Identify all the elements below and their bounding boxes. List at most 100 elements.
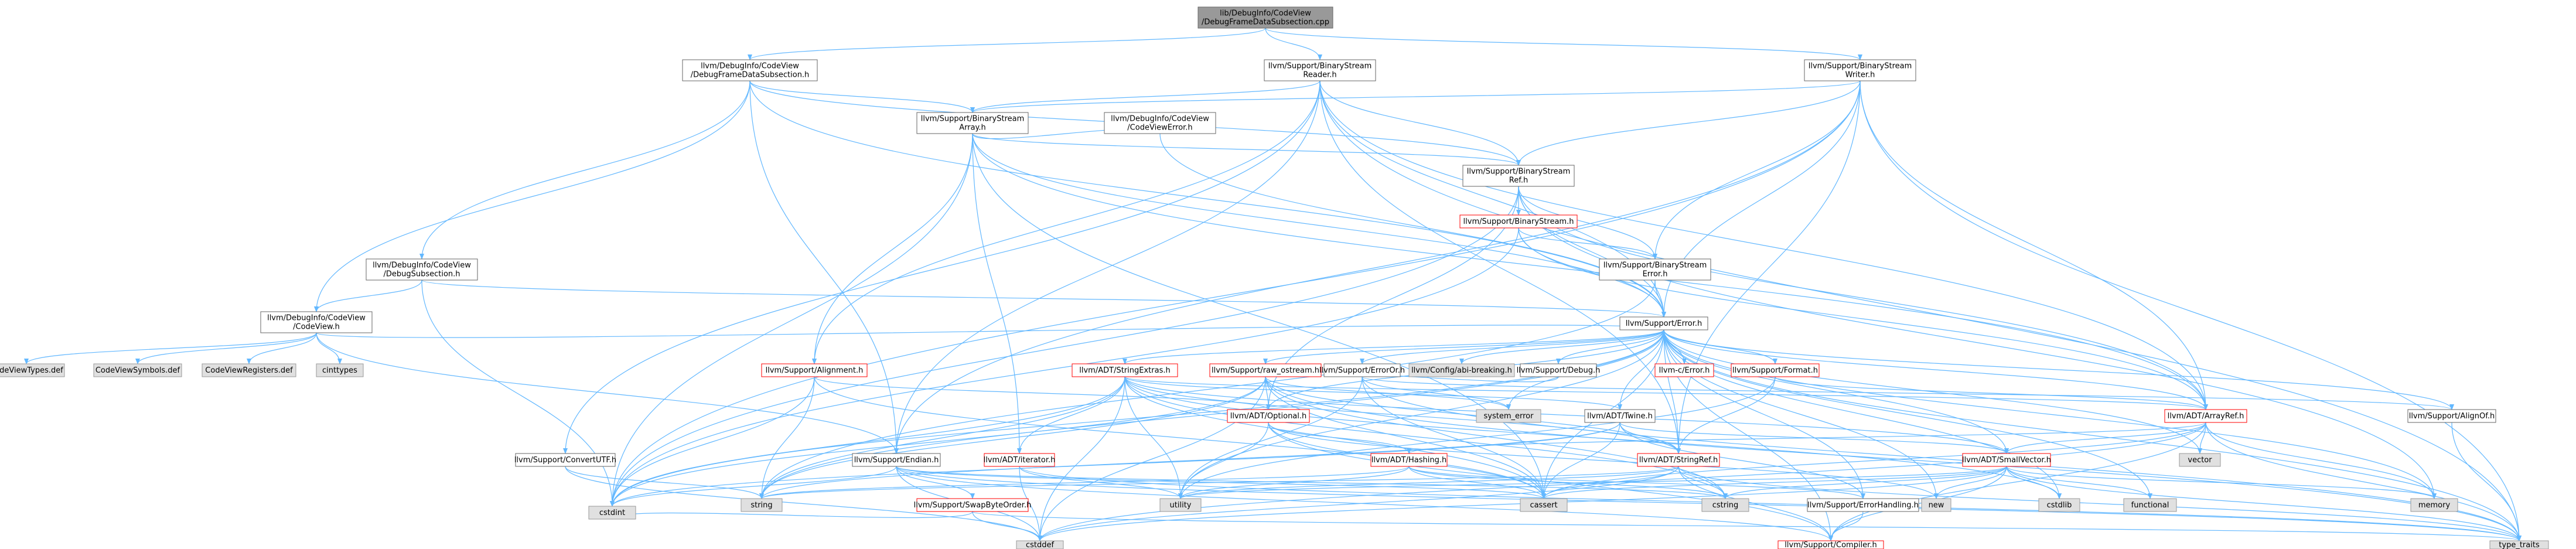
node-cstdint: cstdint [588,506,636,520]
node-align_h[interactable]: llvm/Support/Alignment.h [761,363,868,377]
edge-strext_h-to-cstddef [1038,376,1125,541]
node-endian_h[interactable]: llvm/Support/Endian.h [852,453,941,467]
node-err_h[interactable]: llvm/Support/Error.h [1619,316,1708,330]
node-cassert-box [1520,498,1568,512]
edge-endian_h-to-cstdint [610,466,897,507]
node-cverr_h[interactable]: llvm/DebugInfo/CodeView/CodeViewError.h [1104,112,1216,134]
node-bs_h[interactable]: llvm/Support/BinaryStream.h [1459,214,1578,229]
node-smallvec_h-box [1962,453,2051,467]
edge-bs_h-to-bserr_h [1518,227,1657,260]
node-cerror_h-label-0: llvm-c/Error.h [1659,366,1710,375]
node-memory-label-0: memory [2418,501,2451,510]
node-dss_h[interactable]: llvm/DebugInfo/CodeView/DebugSubsection.… [366,258,478,281]
node-cstdlib: cstdlib [2038,498,2080,512]
edge-smallvec_h-to-cassert [1541,466,2007,499]
edge-err_h-to-errh_h [1663,329,1865,499]
edge-optional_h-to-hashing_h [1268,422,1411,454]
node-cstddef-label-0: cstddef [1026,541,1055,549]
edge-bsw_h-to-arrayref_h [1860,80,2208,410]
edge-bswap_h-to-cstddef [972,511,1042,541]
edge-strext_h-to-smallvec_h [1124,376,2009,454]
node-vector-box [2179,453,2221,467]
edge-err_h-to-new [1663,329,1939,499]
edge-stringref_h-to-cstddef [1038,466,1679,541]
edge-bsr_h-to-endian_h [894,80,1321,454]
node-bswap_h[interactable]: llvm/Support/SwapByteOrder.h [914,498,1032,512]
node-string-label-0: string [750,501,772,510]
node-root-box [1197,6,1333,29]
node-cerror_h[interactable]: llvm-c/Error.h [1654,363,1714,377]
edge-err_h-to-arrayref_h [1663,329,2208,410]
edge-twine_h-to-smallvec_h [1619,422,2009,454]
edge-bsw_h-to-bsa_h [970,80,1861,113]
node-cverr_h-box [1104,112,1216,134]
node-iterator_h[interactable]: llvm/ADT/iterator.h [984,453,1056,467]
edge-bsr_h-to-bsref_h [1319,80,1521,166]
node-alignof_h[interactable]: llvm/Support/AlignOf.h [2407,409,2496,423]
node-format_h[interactable]: llvm/Support/Format.h [1731,363,1820,377]
node-dfds_h-label-1: /DebugFrameDataSubsection.h [691,71,810,80]
node-cvtypes_def-label-0: CodeViewTypes.def [0,366,63,375]
node-rawos_h-label-0: llvm/Support/raw_ostream.h [1212,366,1319,375]
node-debug_h[interactable]: llvm/Support/Debug.h [1517,363,1601,377]
edge-align_h-to-optional_h [814,376,1271,410]
node-compiler_h-label-0: llvm/Support/Compiler.h [1785,541,1876,549]
edge-arrayref_h-to-cstddef [1038,422,2206,541]
node-hashing_h-box [1370,453,1448,467]
node-erroror_h[interactable]: llvm/Support/ErrorOr.h [1319,363,1405,377]
edge-twine_h-to-errh_h [1619,422,1865,499]
edge-errh_h-to-compiler_h [1828,511,1864,541]
edge-err_h-to-cstdlib [1663,329,2062,499]
node-smallvec_h[interactable]: llvm/ADT/SmallVector.h [1962,453,2051,467]
edge-smallvec_h-to-memory [2006,466,2437,499]
edge-smallvec_h-to-functional [2006,466,2152,499]
edge-align_h-to-cstdint [610,376,815,507]
edge-hashing_h-to-utility [1178,466,1410,499]
edge-err_h-to-alignof_h [1663,329,2454,410]
node-syserr-label-0: system_error [1484,412,1534,421]
node-stringref_h[interactable]: llvm/ADT/StringRef.h [1637,453,1720,467]
node-absb_h-label-0: llvm/Config/abi-breaking.h [1411,366,1512,375]
node-bsr_h-label-0: llvm/Support/BinaryStream [1268,62,1372,71]
edge-optional_h-to-utility [1178,422,1269,499]
node-strext_h[interactable]: llvm/ADT/StringExtras.h [1072,363,1178,377]
edge-root-to-bsw_h [1265,28,1862,60]
node-new-box [1921,498,1951,512]
node-dfds_h[interactable]: llvm/DebugInfo/CodeView/DebugFrameDataSu… [682,59,818,81]
node-compiler_h-box [1777,540,1884,549]
node-functional-box [2123,498,2177,512]
edge-stringref_h-to-string [759,466,1679,499]
node-convutf_h-box [515,453,616,467]
node-string: string [741,498,783,512]
node-optional_h[interactable]: llvm/ADT/Optional.h [1227,409,1310,423]
node-dfds_h-box [682,59,818,81]
edge-strext_h-to-cstring [1124,376,1728,499]
node-cverr_h-label-0: llvm/DebugInfo/CodeView [1111,115,1209,124]
edge-bsw_h-to-stringref_h [1676,80,1861,454]
node-arrayref_h[interactable]: llvm/ADT/ArrayRef.h [2164,409,2247,423]
node-rawos_h[interactable]: llvm/Support/raw_ostream.h [1209,363,1322,377]
node-hashing_h[interactable]: llvm/ADT/Hashing.h [1370,453,1448,467]
node-convutf_h[interactable]: llvm/Support/ConvertUTF.h [514,453,616,467]
node-type_traits-label-0: type_traits [2499,541,2540,549]
node-twine_h[interactable]: llvm/ADT/Twine.h [1584,409,1656,423]
edge-arrayref_h-to-compiler_h [1828,422,2206,541]
node-root[interactable]: lib/DebugInfo/CodeView/DebugFrameDataSub… [1197,6,1333,29]
edge-cv_h-to-err_h [316,324,1666,338]
node-cvsym_def-box [93,363,182,377]
node-cv_h[interactable]: llvm/DebugInfo/CodeView/CodeView.h [260,311,373,333]
node-compiler_h[interactable]: llvm/Support/Compiler.h [1777,540,1884,549]
edge-err_h-to-utility [1178,329,1664,499]
node-convutf_h-label-0: llvm/Support/ConvertUTF.h [514,456,616,465]
node-errh_h-label-0: llvm/Support/ErrorHandling.h [1807,501,1919,510]
node-errh_h[interactable]: llvm/Support/ErrorHandling.h [1807,498,1919,512]
edge-bsw_h-to-bserr_h [1653,80,1861,260]
edge-bsref_h-to-memory [1518,186,2437,499]
node-cstdlib-label-0: cstdlib [2047,501,2072,510]
